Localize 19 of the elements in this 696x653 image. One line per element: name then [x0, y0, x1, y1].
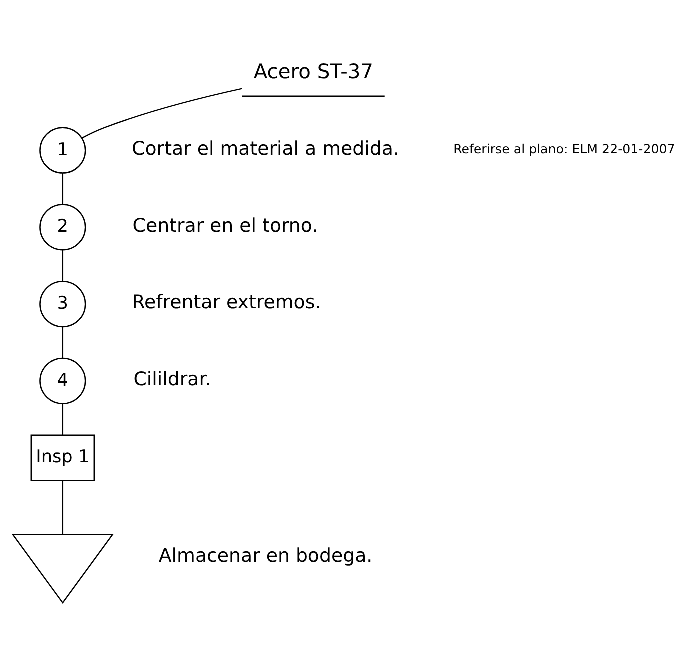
node-circle: 1 — [40, 126, 86, 174]
node-label: Centrar en el torno. — [132, 214, 318, 236]
node-label: Almacenar en bodega. — [158, 544, 373, 567]
node-label: Refrentar extremos. — [132, 291, 322, 314]
node-box: Insp 1 — [30, 434, 96, 481]
connector — [62, 480, 64, 534]
node-label: Cortar el material a medida. — [132, 138, 400, 160]
node-label: Cilildrar. — [134, 368, 212, 390]
connector — [62, 326, 64, 358]
connector — [62, 250, 64, 281]
node-triangle — [12, 534, 114, 604]
node-circle: 3 — [40, 280, 86, 328]
node-circle: 4 — [40, 357, 86, 404]
connector — [62, 172, 64, 204]
connector — [62, 403, 64, 435]
node-circle: 2 — [40, 204, 86, 250]
label: Referirse al plano: ELM 22-01-2007 — [454, 141, 676, 156]
connector — [82, 88, 242, 138]
node-text: Acero ST-37 — [254, 59, 374, 84]
